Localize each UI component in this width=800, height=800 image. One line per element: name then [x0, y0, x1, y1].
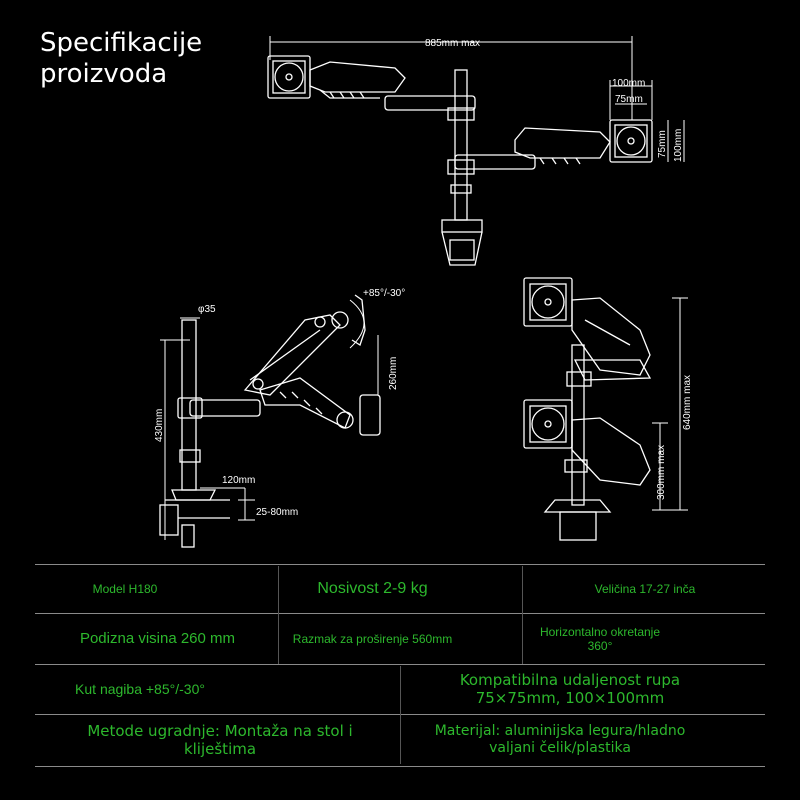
cell-model: Model H180	[92, 581, 158, 596]
title-line-2: proizvoda	[40, 59, 168, 89]
dim-lift-height: 260mm	[388, 357, 399, 390]
dim-max-reach: 885mm max	[425, 38, 480, 49]
cell-load: Nosivost 2-9 kg	[317, 580, 428, 598]
title-line-1: Specifikacije	[40, 28, 203, 58]
dim-vesa-100-top: 100mm	[612, 78, 645, 89]
cell-tilt: Kut nagiba +85°/-30°	[75, 680, 205, 697]
cell-install: Metode ugradnje: Montaža na stol i klije…	[87, 722, 353, 758]
dim-vesa-75-side: 75mm	[657, 130, 668, 158]
cell-lift: Podizna visina 260 mm	[79, 630, 236, 647]
dim-tilt: +85°/-30°	[363, 288, 405, 299]
dim-vesa-100-side: 100mm	[673, 129, 684, 162]
product-diagram: 885mm max 100mm 75mm 75mm 100mm +85°/-30…	[154, 36, 693, 548]
cell-extension: Razmak za proširenje 560mm	[292, 631, 453, 646]
dim-vesa-75-top: 75mm	[615, 94, 643, 105]
dim-clamp-range: 25-80mm	[256, 507, 298, 518]
dim-lower-max: 300mm max	[656, 445, 667, 500]
cell-material: Materijal: aluminijska legura/hladno val…	[434, 723, 686, 756]
dim-max-height: 640mm max	[682, 375, 693, 430]
dim-clamp-depth: 120mm	[222, 475, 255, 486]
dim-pole-diameter: φ35	[198, 304, 216, 315]
cell-size: Veličina 17-27 inča	[594, 581, 696, 596]
cell-vesa: Kompatibilna udaljenost rupa 75×75mm, 10…	[459, 671, 681, 707]
dim-pole-height: 430mm	[154, 409, 165, 442]
cell-rotation: Horizontalno okretanje 360°	[539, 624, 661, 653]
page-title: Specifikacije proizvoda	[40, 28, 202, 90]
